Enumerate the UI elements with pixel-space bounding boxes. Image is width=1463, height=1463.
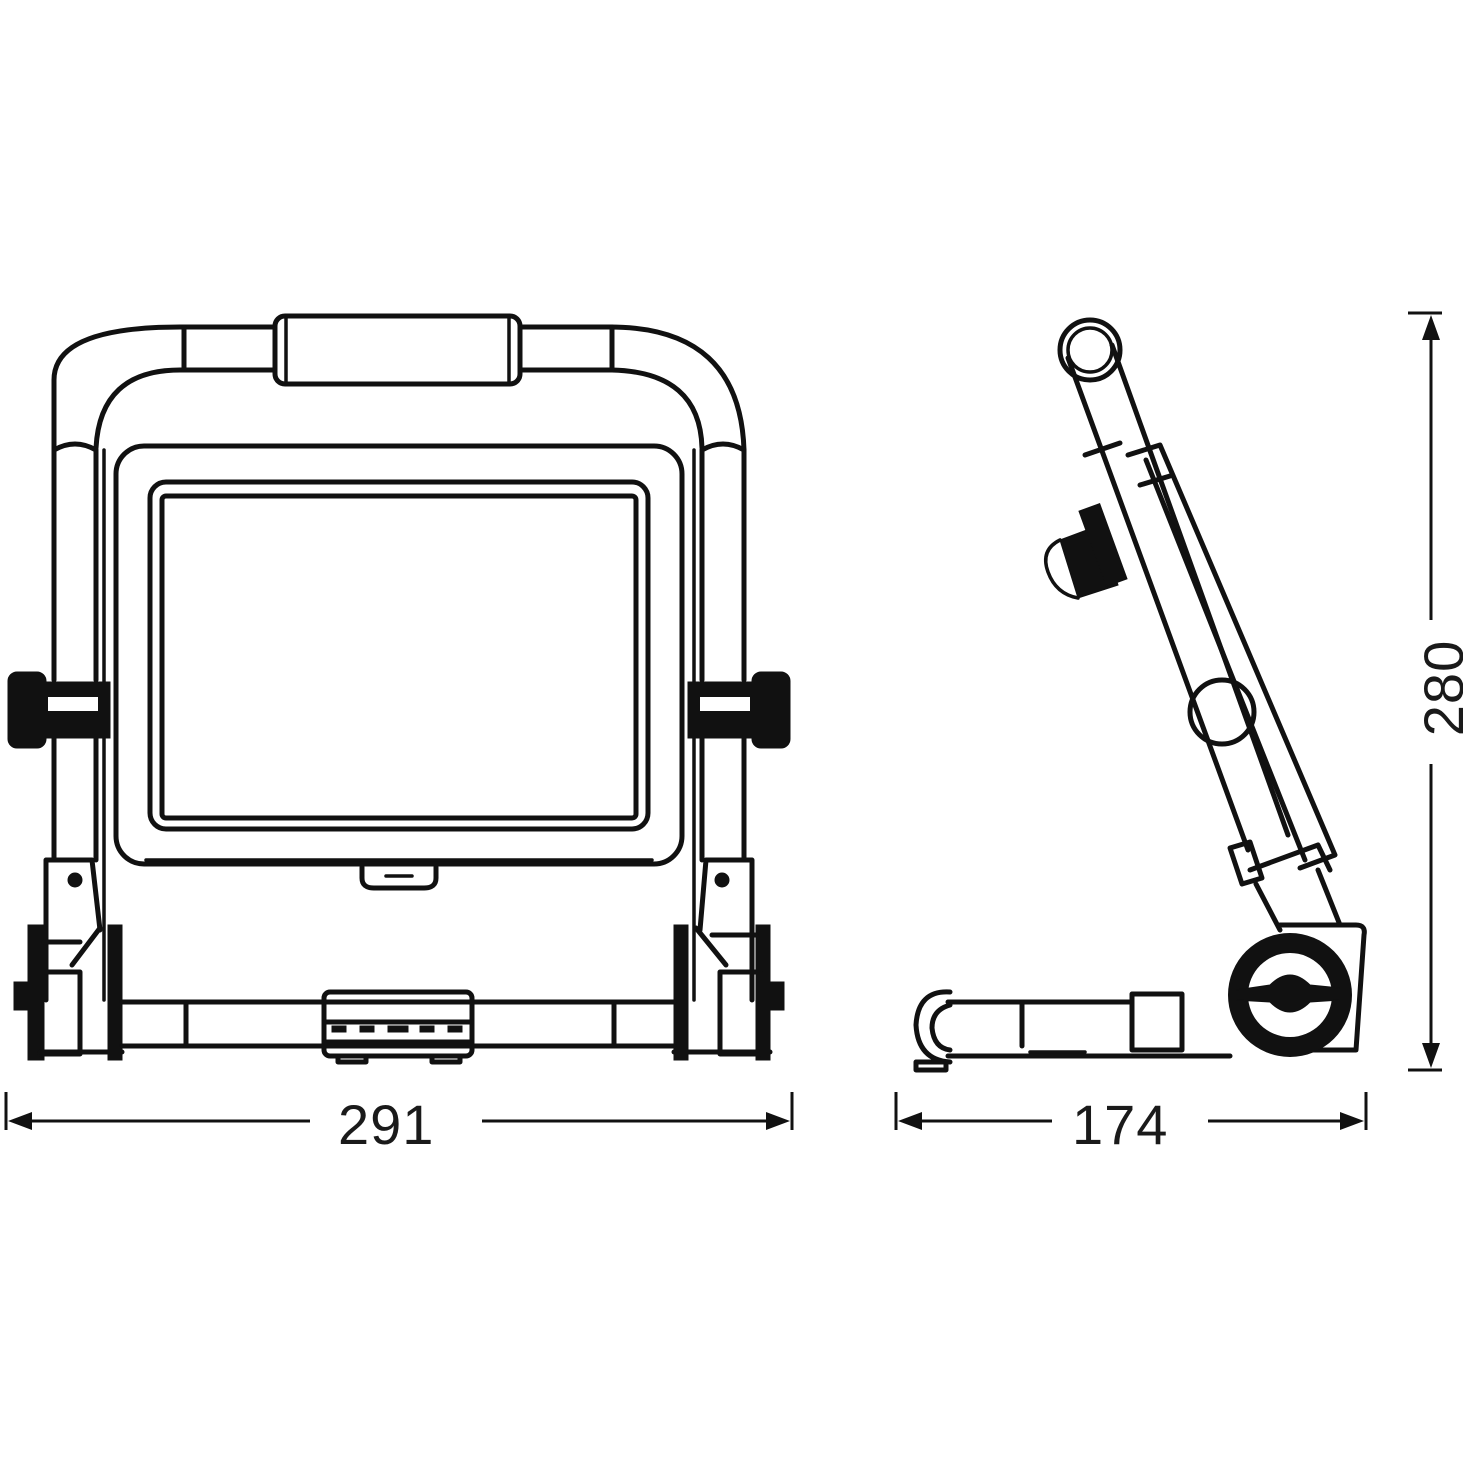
lamp-housing xyxy=(113,443,685,867)
dimension-width xyxy=(4,1092,794,1130)
handle-grip xyxy=(272,313,523,387)
dimension-height-label: 280 xyxy=(1412,639,1463,737)
bottom-clip xyxy=(359,864,439,891)
hinge-right xyxy=(671,857,785,1061)
tubular-frame xyxy=(51,324,747,1002)
side-view xyxy=(913,317,1367,1073)
dimension-width-label: 291 xyxy=(338,1093,435,1156)
front-view xyxy=(7,313,791,1065)
dimension-height xyxy=(1408,311,1442,1072)
hinge-wheel xyxy=(1228,922,1367,1057)
lamp-body xyxy=(1065,342,1338,871)
cable-gland xyxy=(1044,503,1128,600)
base-bar xyxy=(119,999,677,1049)
hinge-left xyxy=(13,857,125,1061)
foot xyxy=(913,989,953,1073)
dimension-depth xyxy=(894,1092,1368,1130)
dimension-depth-label: 174 xyxy=(1072,1093,1169,1156)
switch-block xyxy=(321,989,475,1065)
led-panel xyxy=(147,479,651,832)
lamp-joint xyxy=(1227,839,1343,933)
adjustment-knob-left xyxy=(7,671,111,749)
base-rail xyxy=(945,991,1233,1059)
pivot-disc xyxy=(1187,677,1257,747)
handle-end xyxy=(1057,317,1123,383)
adjustment-knob-right xyxy=(687,671,791,749)
